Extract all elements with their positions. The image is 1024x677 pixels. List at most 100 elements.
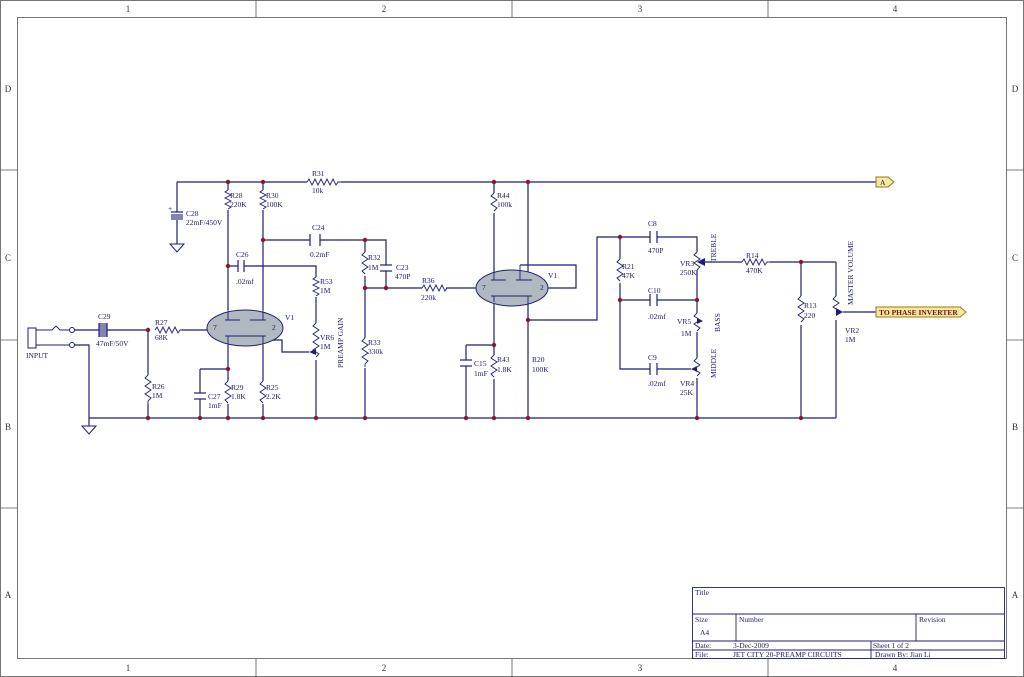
col-label-bottom-3: 3 bbox=[638, 663, 643, 673]
sheet-number: Sheet 1 of 2 bbox=[873, 641, 909, 650]
col-label-top-1: 1 bbox=[126, 4, 131, 14]
r25-value: 2.2K bbox=[266, 392, 281, 401]
r20-value: 100K bbox=[532, 365, 549, 374]
tube2-pin2-label: 2 bbox=[540, 283, 544, 292]
date-label: Date: bbox=[695, 641, 711, 650]
tube2-pin7-label: 7 bbox=[482, 283, 486, 292]
size-value: A4 bbox=[700, 628, 709, 637]
port-phase-inverter-label: TO PHASE INVERTER bbox=[879, 308, 958, 317]
component-labels: INPUT C29 47mF/50V R27 68K R26 1M C28 22… bbox=[26, 169, 859, 410]
vr3-symbol bbox=[693, 251, 701, 271]
title-block: Title Size A4 Number Revision Date: 3-De… bbox=[692, 587, 1005, 659]
c26-value: .02mf bbox=[236, 277, 254, 286]
c15-symbol bbox=[460, 359, 472, 367]
r36-value: 220k bbox=[421, 293, 436, 302]
r53-label: R53 bbox=[320, 277, 333, 286]
r25-symbol bbox=[259, 380, 267, 404]
c24-symbol bbox=[309, 234, 321, 246]
r44-label: R44 bbox=[497, 191, 510, 200]
c8-symbol bbox=[649, 231, 658, 243]
vr2-label: VR2 bbox=[845, 326, 859, 335]
r14-value: 470K bbox=[746, 266, 763, 275]
r13-label: R13 bbox=[804, 301, 817, 310]
c26-label: C26 bbox=[236, 250, 249, 259]
vr3-label: VR3 bbox=[680, 259, 694, 268]
c23-label: C23 bbox=[396, 263, 409, 272]
r44-symbol bbox=[490, 192, 498, 212]
row-label-right-c: C bbox=[1012, 253, 1018, 263]
c24-value: 0.2mF bbox=[310, 250, 329, 259]
tube-v1-first: 7 2 bbox=[206, 309, 284, 347]
r53-value: 1M bbox=[320, 286, 331, 295]
row-label-left-c: C bbox=[5, 253, 11, 263]
c27-symbol bbox=[194, 392, 206, 400]
r32-label: R32 bbox=[368, 253, 381, 262]
r30-value: 100K bbox=[266, 200, 283, 209]
r28-label: R28 bbox=[230, 191, 243, 200]
col-label-bottom-4: 4 bbox=[893, 663, 898, 673]
r31-label: R31 bbox=[312, 169, 325, 178]
drawn-by: Drawn By: Jian Li bbox=[875, 650, 931, 659]
c24-label: C24 bbox=[312, 223, 325, 232]
c23-symbol bbox=[380, 264, 392, 272]
vr5-value: 1M bbox=[681, 329, 692, 338]
r13-value: 220 bbox=[804, 311, 816, 320]
r21-value: 47K bbox=[622, 271, 636, 280]
port-a-label: A bbox=[880, 178, 886, 187]
v1-second-label: V1 bbox=[548, 271, 557, 280]
vr2-value: 1M bbox=[845, 335, 856, 344]
revision-label: Revision bbox=[919, 615, 946, 624]
r26-label: R26 bbox=[152, 382, 165, 391]
c10-label: C10 bbox=[648, 286, 661, 295]
r32-symbol bbox=[361, 251, 369, 275]
c29-value: 47mF/50V bbox=[96, 339, 129, 348]
r27-symbol bbox=[154, 325, 183, 335]
size-label: Size bbox=[695, 615, 709, 624]
col-label-bottom-2: 2 bbox=[382, 663, 387, 673]
input-label: INPUT bbox=[26, 351, 49, 360]
vr4-value: 25K bbox=[680, 388, 694, 397]
r30-label: R30 bbox=[266, 191, 279, 200]
col-label-top-4: 4 bbox=[893, 4, 898, 14]
r14-symbol bbox=[741, 257, 770, 267]
junction-dots bbox=[145, 179, 804, 421]
r36-label: R36 bbox=[422, 276, 435, 285]
capacitors: + bbox=[98, 204, 658, 400]
c8-label: C8 bbox=[648, 219, 657, 228]
r27-label: R27 bbox=[155, 318, 168, 327]
c28-symbol: + bbox=[168, 204, 183, 244]
r26-symbol bbox=[144, 374, 152, 404]
bass-label: BASS bbox=[713, 313, 722, 332]
number-label: Number bbox=[739, 615, 764, 624]
pot-wipers bbox=[309, 258, 843, 372]
col-label-top-3: 3 bbox=[638, 4, 643, 14]
vr6-label: VR6 bbox=[320, 333, 334, 342]
r44-value: 100k bbox=[497, 200, 512, 209]
ground-symbol-main bbox=[80, 425, 98, 435]
date-value: 3-Dec-2009 bbox=[733, 641, 769, 650]
c27-label: C27 bbox=[208, 392, 221, 401]
c8-value: 470P bbox=[648, 246, 663, 255]
c9-value: .02mf bbox=[648, 379, 666, 388]
master-volume-label: MASTER VOLUME bbox=[846, 240, 855, 305]
row-label-left-a: A bbox=[5, 590, 12, 600]
r30-symbol bbox=[258, 189, 268, 210]
r36-symbol bbox=[421, 283, 448, 293]
c28-value: 22mF/450V bbox=[186, 218, 223, 227]
r53-symbol bbox=[311, 276, 321, 297]
c9-label: C9 bbox=[648, 353, 657, 362]
column-dividers bbox=[255, 0, 769, 677]
r31-value: 10k bbox=[312, 186, 324, 195]
c27-value: 1mF bbox=[208, 401, 222, 410]
tube1-pin7-label: 7 bbox=[213, 323, 217, 332]
r29-label: R29 bbox=[231, 383, 244, 392]
r43-label: R43 bbox=[497, 355, 510, 364]
file-label: File: bbox=[695, 650, 709, 659]
r27-value: 68K bbox=[155, 333, 169, 342]
vr5-label: VR5 bbox=[677, 317, 691, 326]
file-value: JET CITY 20-PREAMP CIRCUITS bbox=[733, 650, 842, 659]
ground-symbol-c28 bbox=[168, 243, 186, 253]
r29-value: 1.8K bbox=[231, 392, 246, 401]
